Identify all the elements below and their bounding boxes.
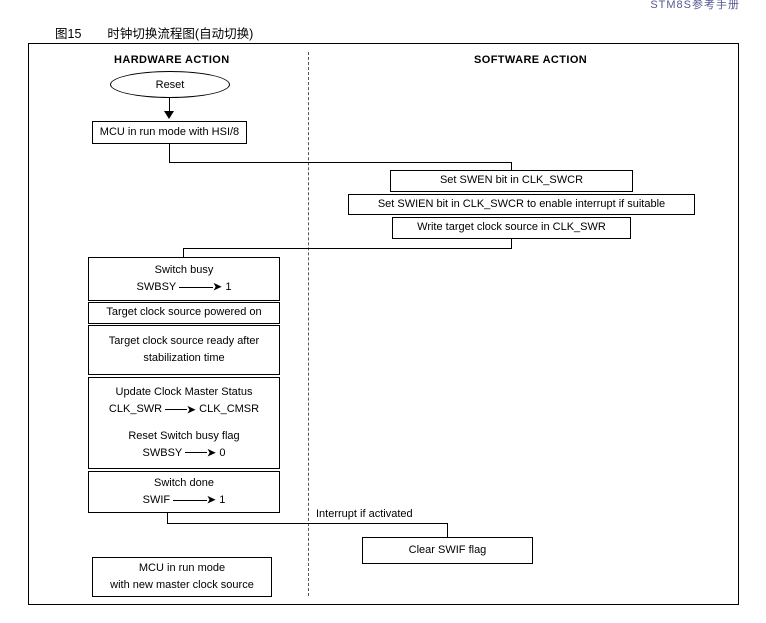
node-target-ready-line2: stabilization time	[143, 352, 225, 364]
node-update-status-reset-transition: SWBSY➤0	[143, 445, 226, 462]
figure-caption-number: 图15	[55, 27, 82, 41]
node-clear-swif-flag[interactable]: Clear SWIF flag	[362, 537, 533, 564]
node-mcu-new-clock-line2: with new master clock source	[110, 579, 254, 591]
node-mcu-new-clock-line1: MCU in run mode	[138, 561, 226, 574]
node-write-target-clock[interactable]: Write target clock source in CLK_SWR	[392, 217, 631, 239]
node-update-status-signal: SWBSY	[142, 446, 183, 459]
column-divider	[308, 52, 309, 596]
node-update-clock-master-status[interactable]: Update Clock Master Status CLK_SWR➤CLK_C…	[88, 377, 280, 469]
connector-into-set-swen	[511, 162, 512, 171]
node-target-powered-on[interactable]: Target clock source powered on	[88, 302, 280, 324]
page-header-right: STM8S参考手册	[650, 0, 740, 11]
connector-software-to-hardware	[183, 248, 512, 249]
connector-into-switch-busy	[183, 248, 184, 258]
node-set-swen[interactable]: Set SWEN bit in CLK_SWCR	[390, 170, 633, 192]
arrow-down-icon	[164, 111, 174, 119]
node-update-status-transition: CLK_SWR➤CLK_CMSR	[109, 401, 259, 418]
node-switch-busy-value: 1	[225, 281, 232, 293]
node-write-target-clock-label: Write target clock source in CLK_SWR	[417, 221, 606, 234]
node-mcu-run-hsi[interactable]: MCU in run mode with HSI/8	[92, 121, 247, 144]
node-set-swien-label: Set SWIEN bit in CLK_SWCR to enable inte…	[377, 197, 666, 210]
figure-caption-text: 时钟切换流程图(自动切换)	[107, 27, 254, 41]
node-update-status-line1: Update Clock Master Status	[115, 386, 253, 399]
node-update-status-from: CLK_SWR	[108, 403, 163, 416]
node-update-status-value: 0	[219, 446, 226, 459]
connector-to-clear-swif	[167, 523, 448, 524]
node-target-ready[interactable]: Target clock source ready after stabiliz…	[88, 325, 280, 375]
label-interrupt-if-activated: Interrupt if activated	[316, 508, 413, 520]
node-reset-label: Reset	[155, 78, 185, 91]
connector-write-target-down	[511, 239, 512, 249]
hardware-column-title: HARDWARE ACTION	[114, 54, 230, 66]
node-switch-done-value: 1	[219, 494, 226, 506]
node-update-status-to: CLK_CMSR	[199, 403, 260, 416]
node-target-ready-line1: Target clock source ready after	[108, 334, 260, 347]
node-clear-swif-flag-label: Clear SWIF flag	[408, 543, 487, 556]
node-switch-done-transition: SWIF➤1	[143, 492, 226, 509]
node-switch-busy-title: Switch busy	[154, 263, 214, 276]
node-mcu-run-hsi-label: MCU in run mode with HSI/8	[99, 125, 240, 138]
node-switch-done-signal: SWIF	[142, 494, 171, 506]
transition-arrow-icon: ➤	[165, 403, 196, 416]
node-mcu-new-clock[interactable]: MCU in run mode with new master clock so…	[92, 557, 272, 597]
node-reset[interactable]: Reset	[110, 71, 230, 98]
figure-caption: 图15 时钟切换流程图(自动切换)	[55, 23, 253, 42]
transition-arrow-icon: ➤	[185, 446, 216, 459]
connector-into-clear-swif	[447, 523, 448, 537]
node-set-swen-label: Set SWEN bit in CLK_SWCR	[439, 174, 584, 187]
node-switch-busy[interactable]: Switch busy SWBSY➤1	[88, 257, 280, 301]
connector-switch-done-down	[167, 513, 168, 524]
connector-mcu-to-software	[169, 162, 512, 163]
node-switch-done[interactable]: Switch done SWIF➤1	[88, 471, 280, 513]
node-switch-busy-transition: SWBSY➤1	[137, 279, 232, 296]
node-switch-done-title: Switch done	[154, 476, 214, 489]
software-column-title: SOFTWARE ACTION	[474, 54, 588, 66]
connector-mcu-down	[169, 144, 170, 163]
node-switch-busy-signal: SWBSY	[136, 281, 177, 293]
transition-arrow-icon: ➤	[173, 494, 216, 506]
connector-reset-to-mcu	[169, 98, 170, 114]
node-target-powered-on-label: Target clock source powered on	[106, 306, 262, 319]
transition-arrow-icon: ➤	[179, 281, 222, 293]
node-update-status-line3: Reset Switch busy flag	[128, 429, 240, 442]
node-set-swien[interactable]: Set SWIEN bit in CLK_SWCR to enable inte…	[348, 194, 695, 215]
